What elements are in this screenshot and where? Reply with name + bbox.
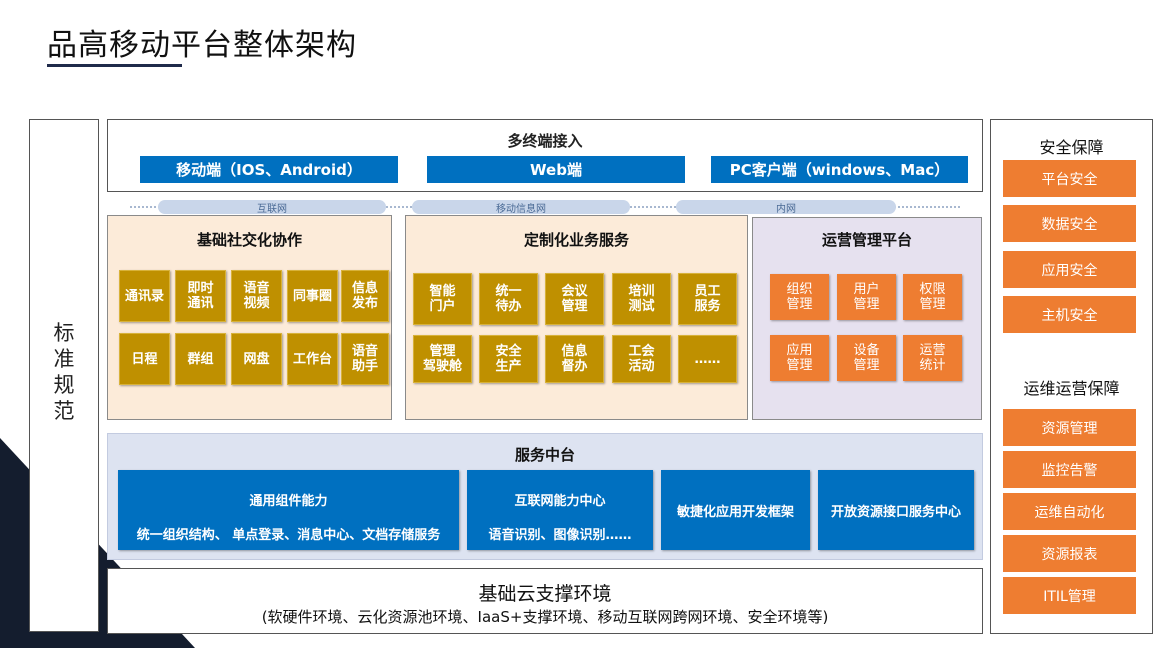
business-box-row1-0: 智能 门户 [413, 273, 472, 325]
cloud-environment-title: 基础云支撑环境 [478, 583, 612, 605]
business-box-row1-4: 员工 服务 [678, 273, 737, 325]
business-box-row2-0: 管理 驾驶舱 [413, 335, 472, 383]
business-box-row1-2: 会议 管理 [545, 273, 604, 325]
ops-box-row2-2: 运营 统计 [903, 335, 962, 381]
network-internet: 互联网 [158, 200, 386, 215]
business-box-row1-3: 培训 测试 [612, 273, 671, 325]
security-item-3: 主机安全 [1003, 296, 1136, 333]
cloud-environment-subtitle: (软硬件环境、云化资源池环境、IaaS+支撑环境、移动互联网跨网环境、安全环境等… [261, 608, 829, 626]
ops-guarantee-item-4: ITIL管理 [1003, 577, 1136, 614]
business-box-row2-3: 工会 活动 [612, 335, 671, 383]
security-title: 安全保障 [1039, 138, 1104, 157]
social-box-row2-4: 语音 助手 [341, 333, 389, 385]
general-components-desc: 统一组织结构、 单点登录、消息中心、文档存储服务 [136, 528, 441, 543]
social-box-row2-3: 工作台 [287, 333, 338, 385]
security-item-1: 数据安全 [1003, 205, 1136, 242]
operations-section-title: 运营管理平台 [821, 231, 912, 249]
network-mobile-info: 移动信息网 [412, 200, 630, 215]
business-section-title: 定制化业务服务 [523, 231, 629, 249]
general-components-title: 通用组件能力 [249, 494, 328, 509]
mobile-terminal-button: 移动端（IOS、Android） [140, 156, 398, 183]
business-box-row2-2: 信息 督办 [545, 335, 604, 383]
security-item-0: 平台安全 [1003, 160, 1136, 197]
web-terminal-button: Web端 [427, 156, 685, 183]
internet-capability-title: 互联网能力中心 [514, 494, 606, 509]
ops-guarantee-item-3: 资源报表 [1003, 535, 1136, 572]
internet-capability-desc: 语音识别、图像识别…… [488, 528, 632, 543]
access-title: 多终端接入 [507, 132, 583, 150]
pc-client-terminal-button: PC客户端（windows、Mac） [711, 156, 968, 183]
social-section-title: 基础社交化协作 [196, 231, 302, 249]
social-box-row2-0: 日程 [119, 333, 170, 385]
open-api-service-box: 开放资源接口服务中心 [818, 470, 974, 550]
social-box-row1-3: 同事圈 [287, 270, 338, 322]
social-box-row2-2: 网盘 [231, 333, 282, 385]
social-box-row1-2: 语音 视频 [231, 270, 282, 322]
internet-capability-box: 互联网能力中心 语音识别、图像识别…… [467, 470, 653, 550]
social-box-row1-4: 信息 发布 [341, 270, 389, 322]
standards-label: 标准规范 [53, 321, 75, 423]
business-box-row2-4: …… [678, 335, 737, 383]
ops-box-row1-0: 组织 管理 [770, 274, 829, 320]
security-item-2: 应用安全 [1003, 251, 1136, 288]
ops-guarantee-item-1: 监控告警 [1003, 451, 1136, 488]
social-box-row1-1: 即时 通讯 [175, 270, 226, 322]
business-box-row2-1: 安全 生产 [479, 335, 538, 383]
ops-box-row1-1: 用户 管理 [837, 274, 896, 320]
ops-guarantee-title: 运维运营保障 [1023, 379, 1120, 398]
title-underline [47, 64, 182, 67]
agile-dev-framework-box: 敏捷化应用开发框架 [661, 470, 810, 550]
ops-guarantee-item-0: 资源管理 [1003, 409, 1136, 446]
general-components-box: 通用组件能力 统一组织结构、 单点登录、消息中心、文档存储服务 [118, 470, 459, 550]
ops-guarantee-item-2: 运维自动化 [1003, 493, 1136, 530]
cloud-environment-panel [107, 568, 983, 634]
network-intranet: 内网 [676, 200, 896, 215]
standards-panel [29, 119, 99, 632]
ops-box-row2-1: 设备 管理 [837, 335, 896, 381]
ops-box-row1-2: 权限 管理 [903, 274, 962, 320]
social-box-row2-1: 群组 [175, 333, 226, 385]
social-box-row1-0: 通讯录 [119, 270, 170, 322]
business-box-row1-1: 统一 待办 [479, 273, 538, 325]
page-title: 品高移动平台整体架构 [47, 28, 357, 63]
ops-box-row2-0: 应用 管理 [770, 335, 829, 381]
middle-platform-title: 服务中台 [514, 446, 575, 464]
